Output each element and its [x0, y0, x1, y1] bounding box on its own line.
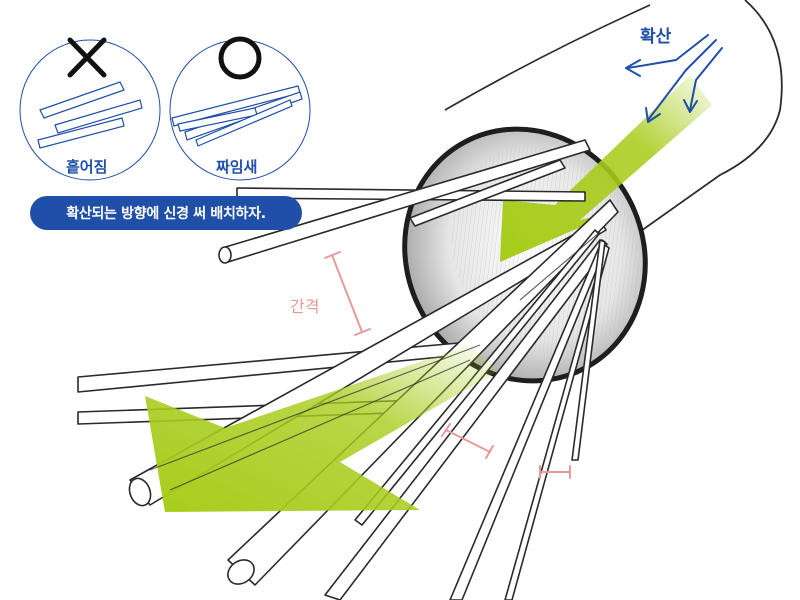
wrong-x-mark: [67, 37, 107, 78]
caption-text: 확산되는 방향에 신경 써 배치하자.: [66, 206, 266, 222]
gap-marker-vertical: [324, 251, 371, 336]
upper-green-arrow: [500, 75, 712, 262]
rod-lower-6: [449, 239, 608, 600]
label-diffusion: 확산: [640, 27, 672, 47]
gap-markers: [324, 251, 571, 479]
rod-upper-3: [409, 159, 566, 227]
gap-marker-diagonal-1: [441, 423, 494, 459]
stick-overlay: [149, 231, 601, 491]
gap-marker-horizontal: [539, 465, 571, 479]
scattered-example: [19, 37, 161, 181]
diffusion-arrows: [625, 34, 723, 123]
caption-banner: 확산되는 방향에 신경 써 배치하자.: [30, 196, 302, 230]
label-scattered: 흩어짐: [66, 158, 107, 176]
label-structured: 짜임새: [216, 158, 257, 176]
rod-lower-8: [571, 239, 606, 461]
structured-example: [169, 36, 311, 181]
lower-green-arrow: [145, 345, 500, 512]
label-gap: 간격: [290, 297, 319, 316]
rod-lower-7: [504, 244, 610, 600]
correct-o-mark: [218, 36, 262, 80]
